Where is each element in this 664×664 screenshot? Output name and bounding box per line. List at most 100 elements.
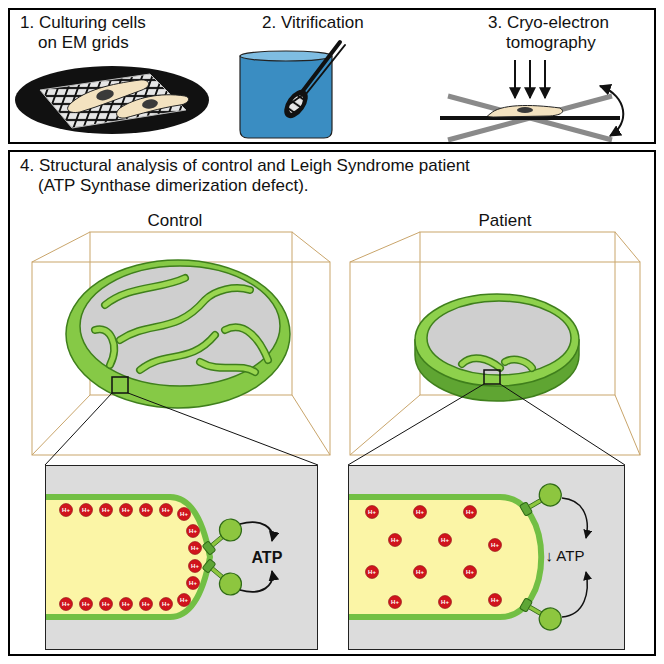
crista-outline <box>462 358 500 368</box>
mitochondrion-inner <box>427 301 571 375</box>
proton-label: H+ <box>441 537 449 543</box>
crista-membrane <box>348 497 541 617</box>
em-grid <box>286 93 306 115</box>
illustration-part <box>350 232 640 455</box>
proton-label: H+ <box>368 569 376 575</box>
proton-dot <box>489 594 502 607</box>
proton-label: H+ <box>466 569 474 575</box>
group-label: Control <box>148 212 203 229</box>
proton-label: H+ <box>191 563 199 569</box>
patient-inset: ↓ ATP <box>348 465 625 650</box>
illustration-part <box>95 278 268 372</box>
step-label: 2. Vitrification <box>262 13 364 33</box>
proton-dot <box>80 598 93 611</box>
proton-label: H+ <box>180 597 188 603</box>
group-label: Patient <box>479 212 532 229</box>
cryogen-surface <box>240 51 332 61</box>
proton-dot <box>160 598 173 611</box>
proton-dot <box>366 566 379 579</box>
proton-label: H+ <box>191 545 199 551</box>
analysis-panel: ATP↓ ATP4. Structural analysis of contro… <box>8 150 656 656</box>
volume-frame <box>292 395 330 455</box>
volume-frame <box>615 395 640 455</box>
illustration-part <box>32 232 330 455</box>
crista-outline <box>95 329 114 365</box>
synthesis-arrow <box>240 571 272 592</box>
proton-dot <box>389 534 402 547</box>
volume-frame <box>350 395 420 455</box>
volume-frame <box>615 232 640 262</box>
crista-membrane <box>45 497 210 617</box>
cell-shape <box>117 95 189 118</box>
atp-synthase <box>199 555 246 599</box>
proton-dot <box>439 534 452 547</box>
proton-dot <box>140 504 153 517</box>
proton-label: H+ <box>142 507 150 513</box>
zoom-line <box>45 393 112 465</box>
proton-label: H+ <box>491 597 499 603</box>
proton-dot <box>60 504 73 517</box>
illustration-part <box>462 358 532 368</box>
proton-label: H+ <box>368 509 376 515</box>
synthesis-arrow <box>562 498 587 538</box>
cell-shape <box>488 106 563 117</box>
proton-dot <box>80 504 93 517</box>
crista <box>95 329 114 365</box>
proton-label: H+ <box>189 528 197 534</box>
crista <box>120 288 250 340</box>
proton-label: H+ <box>441 599 449 605</box>
crista <box>505 360 532 368</box>
zoom-line <box>348 384 484 465</box>
synthesis-arrow <box>240 522 272 541</box>
crista <box>225 327 268 360</box>
proton-dot <box>178 594 191 607</box>
crista <box>462 358 500 368</box>
proton-label: H+ <box>82 601 90 607</box>
proton-label: H+ <box>122 601 130 607</box>
grid-dish <box>279 86 312 123</box>
proton-label: H+ <box>82 507 90 513</box>
mitochondrion-inner <box>80 266 280 386</box>
proton-dot <box>189 560 202 573</box>
proton-label: H+ <box>142 601 150 607</box>
atp-synthase <box>517 593 565 634</box>
proton-layer <box>60 504 502 611</box>
proton-label: H+ <box>466 509 474 515</box>
step-label: 1. Culturing cells on EM grids <box>20 13 160 52</box>
proton-label: H+ <box>62 507 70 513</box>
zoom-box <box>484 370 500 384</box>
proton-dot <box>389 596 402 609</box>
electron-beam <box>544 60 546 98</box>
proton-dot <box>366 506 379 519</box>
proton-dot <box>464 566 477 579</box>
volume-frame <box>350 232 420 262</box>
step-panel: 1. Culturing cells on EM grids 2. Vitrifi… <box>8 8 656 144</box>
tilt-arrow <box>600 86 623 136</box>
proton-label: H+ <box>491 542 499 548</box>
crista-outline <box>505 360 532 368</box>
proton-label: H+ <box>122 507 130 513</box>
zoom-line <box>128 393 318 465</box>
grid-dish <box>15 66 209 134</box>
tweezers <box>306 45 345 94</box>
volume-frame <box>32 395 90 455</box>
volume-frame <box>32 232 90 262</box>
mitochondrion-outer <box>66 260 290 408</box>
atp-synthase <box>199 515 246 559</box>
illustration-part <box>95 278 268 372</box>
cell-nucleus <box>517 107 533 113</box>
electron-beam <box>514 60 516 98</box>
crista-outline <box>120 288 250 340</box>
crista-outline <box>225 327 268 360</box>
volume-frame <box>292 232 330 262</box>
proton-label: H+ <box>102 507 110 513</box>
control-inset: ATP <box>45 465 318 650</box>
proton-dot <box>439 596 452 609</box>
atp-label: ATP <box>252 549 283 567</box>
atp-label: ↓ ATP <box>546 547 585 564</box>
proton-dot <box>414 566 427 579</box>
proton-label: H+ <box>189 580 197 586</box>
crista <box>200 362 255 372</box>
cell-nucleus <box>95 88 115 102</box>
